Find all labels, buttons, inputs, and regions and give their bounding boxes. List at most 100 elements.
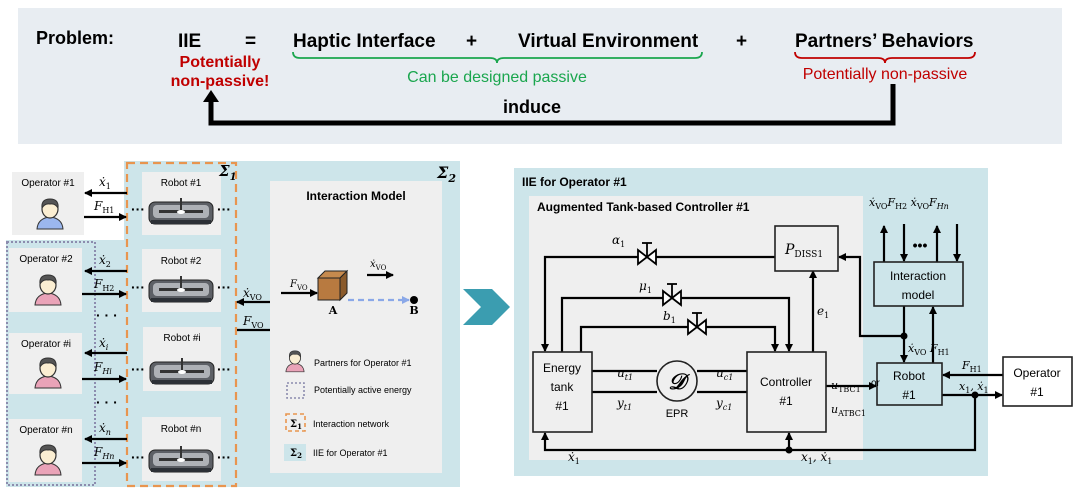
signal-label-l-x1: ẋ1 <box>99 175 111 191</box>
signal-label-r-x1dot: ẋ1 <box>568 450 580 466</box>
subscript: ATBC1 <box>837 409 866 418</box>
robot-label-2: #1 <box>902 388 916 402</box>
svg-text:···: ··· <box>217 201 231 217</box>
robot-label-2: Robot #2 <box>161 256 202 267</box>
signal-label-l-xn: ẋn <box>99 421 111 437</box>
induce-arrow <box>208 84 896 126</box>
legend-sigma1: Σ1 <box>290 419 302 431</box>
interaction-model-block <box>873 261 964 307</box>
signal-label-r-yt: yt1 <box>616 396 632 412</box>
interaction-model-label-1: Interaction <box>890 269 946 283</box>
symbol: u <box>831 379 838 392</box>
legend-orange-swatch <box>285 413 306 432</box>
signal-label-l-fh1: FH1 <box>93 199 114 215</box>
symbol: ẋ <box>907 196 917 209</box>
energy-tank-label-1: Energy <box>543 361 581 375</box>
symbol: y <box>616 396 624 410</box>
legend-partners: Partners for Operator #1 <box>314 358 412 368</box>
symbol: F <box>93 360 103 374</box>
symbol: F <box>289 279 298 290</box>
energy-tank-label-2: tank <box>551 380 575 394</box>
interaction-model-title: Interaction Model <box>306 189 405 203</box>
equals-sign: = <box>245 31 256 52</box>
symbol: ẋ <box>869 196 876 209</box>
pdiss-label: PDISS1 <box>784 242 823 260</box>
symbol: e <box>817 304 824 318</box>
induce-label: induce <box>503 97 561 117</box>
junction-dot <box>900 332 908 340</box>
symbol: , ẋ <box>813 450 828 464</box>
symbol: ẋ <box>99 253 106 267</box>
subscript: 1 <box>575 457 580 466</box>
energy-tank-block <box>532 351 593 433</box>
subscript: 1 <box>827 457 832 466</box>
problem-panel: Problem: IIE = Haptic Interface + Virtua… <box>18 8 1062 144</box>
subscript: i <box>106 343 109 352</box>
signal-label-l-x2: ẋ2 <box>99 253 111 269</box>
legend-iie: IIE for Operator #1 <box>313 448 388 458</box>
signal-label-r-alpha: α1 <box>612 233 625 249</box>
iie-note-line1: Potentially <box>180 54 261 71</box>
symbol: x <box>959 380 966 393</box>
signal-label-l-fvo: FVO <box>242 314 264 330</box>
signal-label-l-xvo: ẋVO <box>243 286 262 302</box>
svg-text:···: ··· <box>217 449 231 465</box>
svg-text:···: ··· <box>217 361 231 377</box>
controller-block <box>746 351 827 433</box>
subscript: Hi <box>101 367 112 376</box>
legend-dotted-swatch <box>286 382 305 399</box>
operator-robot-arrows <box>82 189 296 467</box>
symbol: α <box>612 233 620 247</box>
point-b-dot <box>410 296 418 304</box>
subscript: VO <box>375 264 387 272</box>
operator-label-1: Operator #1 <box>21 178 75 189</box>
signal-label-im-fvo: FVO <box>289 279 308 292</box>
legend-sigma2: Σ2 <box>290 448 302 460</box>
haptic-interface-term: Haptic Interface <box>293 31 436 52</box>
iie-term: IIE <box>178 31 201 52</box>
signal-label-r-x1x1dot: x1, ẋ1 <box>801 450 832 466</box>
signal-label-r-uatbc: uATBC1 <box>831 403 866 418</box>
subscript: 1 <box>965 386 970 395</box>
subscript: H2 <box>102 284 114 293</box>
virtual-object-cube <box>316 269 349 302</box>
or-label: or <box>871 378 881 389</box>
symbol: ẋ <box>99 175 106 189</box>
symbol: F <box>886 196 895 209</box>
pdiss-block <box>774 225 839 272</box>
robot-n-icon <box>148 445 214 473</box>
subscript: VO <box>913 348 927 357</box>
virtual-environment-term: Virtual Environment <box>518 31 699 52</box>
legend-active-energy: Potentially active energy <box>314 385 412 395</box>
green-brace <box>292 51 703 64</box>
svg-text:· · ·: · · · <box>96 394 118 410</box>
symbol: F <box>961 359 970 372</box>
signal-label-r-x1x1dot-op: x1, ẋ1 <box>959 380 989 395</box>
subscript: VO <box>296 284 308 292</box>
svg-text:···: ··· <box>131 279 145 295</box>
robot-label-1: Robot <box>893 369 926 383</box>
epr-symbol: 𝒟 <box>668 369 690 395</box>
signal-label-l-fhn: FHn <box>93 445 114 461</box>
symbol: u <box>716 366 724 380</box>
nonpassive-note: Potentially non-passive <box>803 66 968 83</box>
subscript: Hn <box>101 452 114 461</box>
robot-label-n: Robot #n <box>161 424 202 435</box>
operator-label-i: Operator #i <box>21 339 71 350</box>
subscript: H1 <box>938 348 950 357</box>
subscript: TBC1 <box>838 385 861 394</box>
math-labels: ẋ1FH1ẋ2FH2ẋiFHiẋnFHnẋVOFVOFVOẋVOα1μ1b1e1… <box>93 175 989 466</box>
symbol: F <box>93 445 103 459</box>
subscript: VO <box>249 293 263 302</box>
subscript: 1 <box>808 457 813 466</box>
signal-label-r-mu: μ1 <box>639 279 652 295</box>
interaction-model-label-2: model <box>902 288 935 302</box>
signal-label-r-top: ẋVOFH2 ẋVOFHn <box>869 196 949 211</box>
svg-text:···: ··· <box>131 449 145 465</box>
subscript: c1 <box>723 403 733 412</box>
symbol: F <box>242 314 252 328</box>
iie-title: IIE for Operator #1 <box>522 175 627 189</box>
interaction-network-box <box>125 161 238 488</box>
subscript: VO <box>250 321 264 330</box>
